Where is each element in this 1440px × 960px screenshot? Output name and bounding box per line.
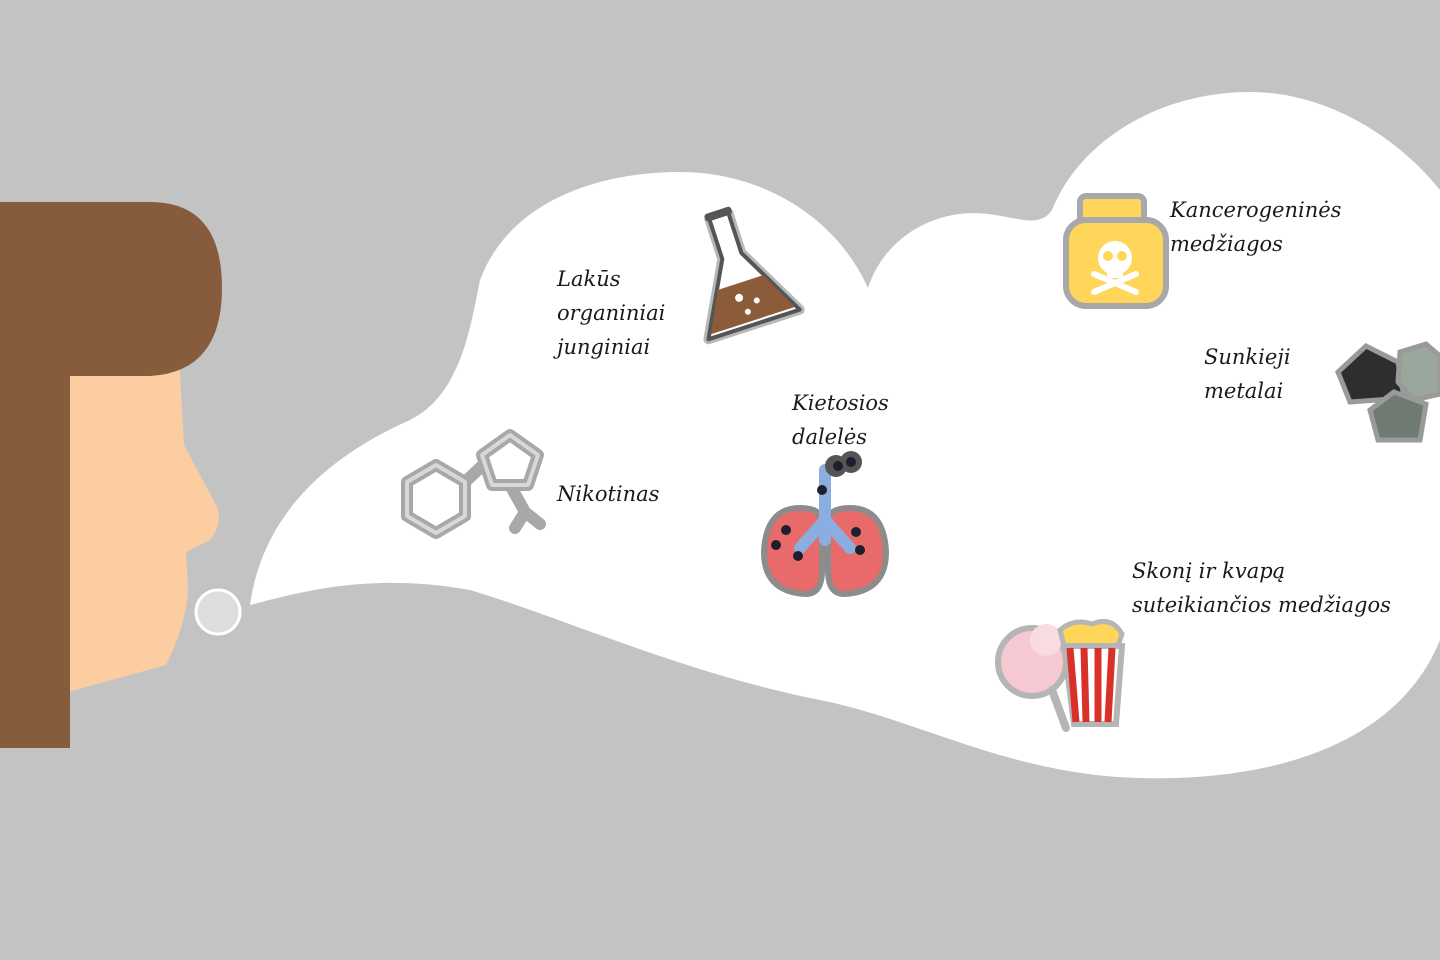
rocks-icon	[1335, 341, 1440, 443]
hair	[0, 202, 222, 748]
small-puff	[194, 588, 242, 636]
label-line: Kietosios	[792, 391, 889, 415]
label-nicotine: Nikotinas	[557, 477, 659, 511]
flask-icon	[703, 206, 805, 345]
label-heavy-metals: Sunkieji metalai	[1204, 340, 1291, 408]
label-solid-particles: Kietosios dalelės	[792, 386, 889, 454]
label-line: medžiagos	[1170, 232, 1283, 256]
cotton-candy-popcorn-icon	[995, 619, 1126, 732]
lungs-icon	[760, 451, 890, 598]
label-line: Nikotinas	[557, 482, 660, 506]
label-flavorings: Skonį ir kvapą suteikiančios medžiagos	[1132, 554, 1391, 622]
molecule-icon-inner	[405, 433, 540, 535]
label-line: organiniai	[557, 301, 666, 325]
label-line: Skonį ir kvapą	[1132, 559, 1286, 583]
person-head	[0, 202, 222, 748]
label-line: dalelės	[792, 425, 868, 449]
label-volatile-organic-compounds: Lakūs organiniai junginiai	[557, 262, 665, 364]
label-line: junginiai	[557, 335, 651, 359]
label-line: Kancerogeninės	[1170, 198, 1342, 222]
poison-jar-icon	[1063, 193, 1169, 309]
label-line: Lakūs	[557, 267, 621, 291]
label-line: suteikiančios medžiagos	[1132, 593, 1391, 617]
face	[68, 340, 219, 692]
label-line: metalai	[1204, 379, 1284, 403]
label-carcinogens: Kancerogeninės medžiagos	[1170, 193, 1341, 261]
label-line: Sunkieji	[1204, 345, 1291, 369]
